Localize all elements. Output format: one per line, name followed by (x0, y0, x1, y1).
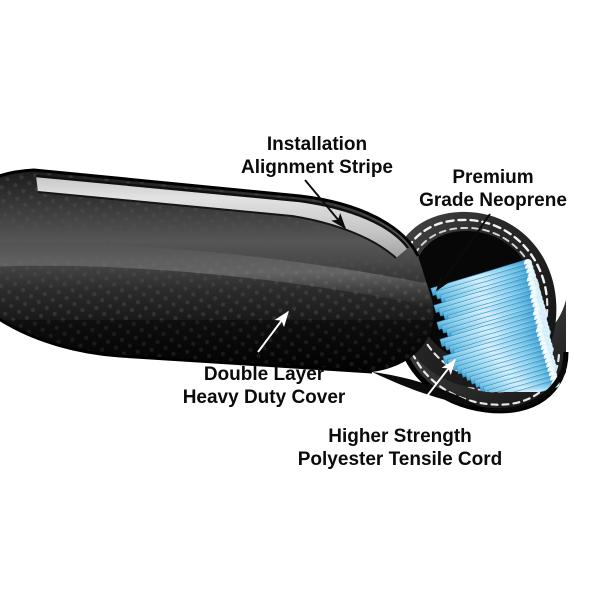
callout-double-layer-heavy-duty-cover: Double Layer Heavy Duty Cover (183, 364, 346, 408)
callout-premium-grade-neoprene: Premium Grade Neoprene (419, 167, 567, 211)
polyester-tensile-cord-bundle (430, 259, 560, 392)
callout-installation-alignment-stripe: Installation Alignment Stripe (241, 134, 393, 178)
callout-label-line1: Higher Strength (328, 426, 472, 447)
callout-label-line2: Grade Neoprene (419, 190, 567, 211)
callout-leader-lines (257, 179, 491, 415)
callout-label-line2: Polyester Tensile Cord (298, 449, 503, 470)
callout-label-line2: Alignment Stripe (241, 157, 393, 178)
callout-label-line1: Double Layer (204, 364, 325, 385)
callout-label-line1: Installation (267, 134, 367, 155)
cover-front-lip (372, 352, 566, 412)
callout-label-line1: Premium (452, 167, 533, 188)
callout-higher-strength-polyester-tensile-cord: Higher Strength Polyester Tensile Cord (298, 426, 503, 470)
callout-label-line2: Heavy Duty Cover (183, 387, 346, 408)
